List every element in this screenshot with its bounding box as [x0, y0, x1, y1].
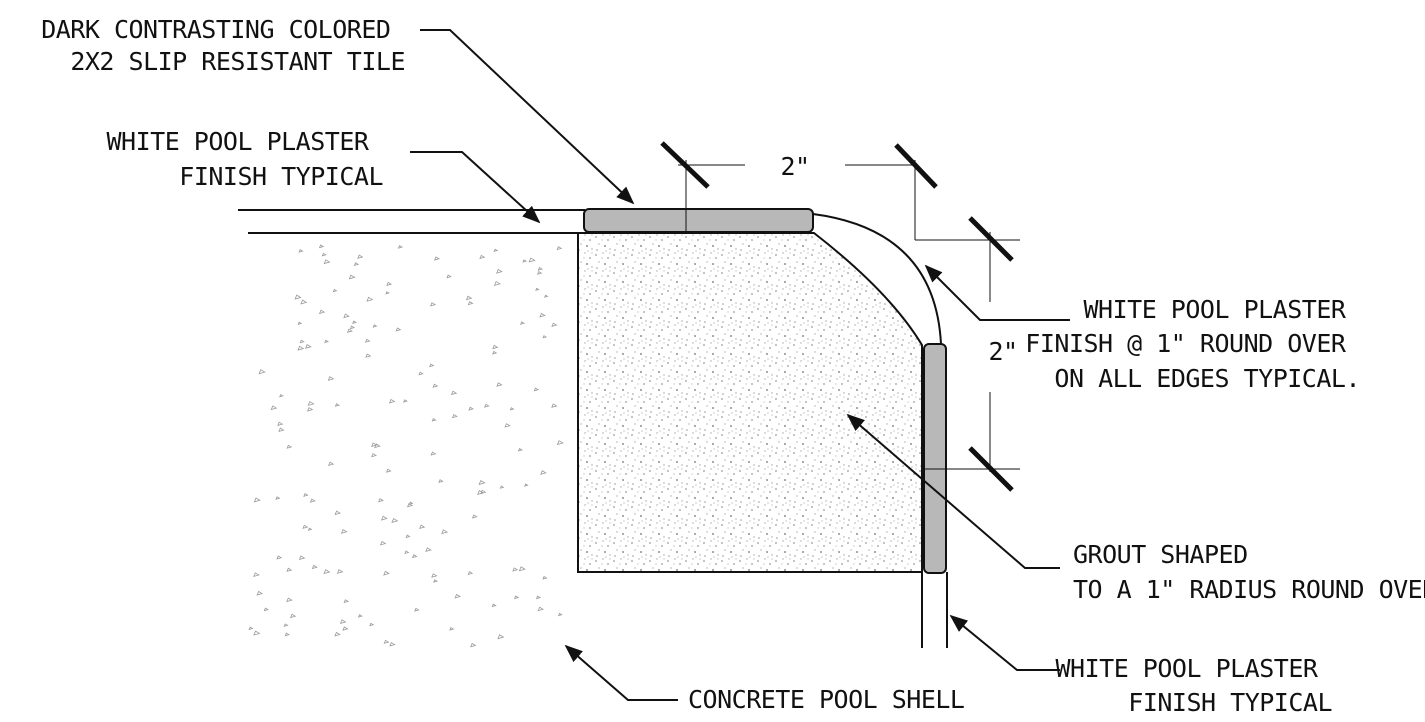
label-concrete-shell: CONCRETE POOL SHELL — [688, 685, 964, 714]
dimension-horizontal-value: 2" — [780, 152, 809, 181]
leader-tile — [420, 29, 635, 205]
concrete-shell-texture — [248, 244, 564, 648]
dimension-vertical — [915, 216, 1020, 492]
roundover-plaster-arc — [812, 213, 942, 345]
leader-plaster-roundover — [924, 264, 1070, 321]
label-grout: GROUT SHAPED TO A 1" RADIUS ROUND OVER — [1073, 540, 1425, 604]
label-plaster-side: WHITE POOL PLASTER FINISH TYPICAL — [1056, 654, 1333, 717]
leader-grout — [846, 413, 1060, 569]
leader-plaster-top — [410, 151, 541, 224]
label-tile: DARK CONTRASTING COLORED 2X2 SLIP RESIST… — [41, 15, 405, 76]
side-tile — [923, 343, 947, 574]
slip-resistant-tile — [583, 208, 814, 233]
label-plaster-top: WHITE POOL PLASTER FINISH TYPICAL — [107, 127, 384, 191]
dimension-vertical-value: 2" — [988, 337, 1017, 366]
leader-concrete-shell — [564, 644, 678, 701]
leader-plaster-side — [949, 614, 1060, 671]
grout-block — [577, 232, 923, 573]
label-plaster-roundover: WHITE POOL PLASTER FINISH @ 1" ROUND OVE… — [1025, 295, 1360, 393]
dimension-horizontal — [660, 141, 938, 240]
